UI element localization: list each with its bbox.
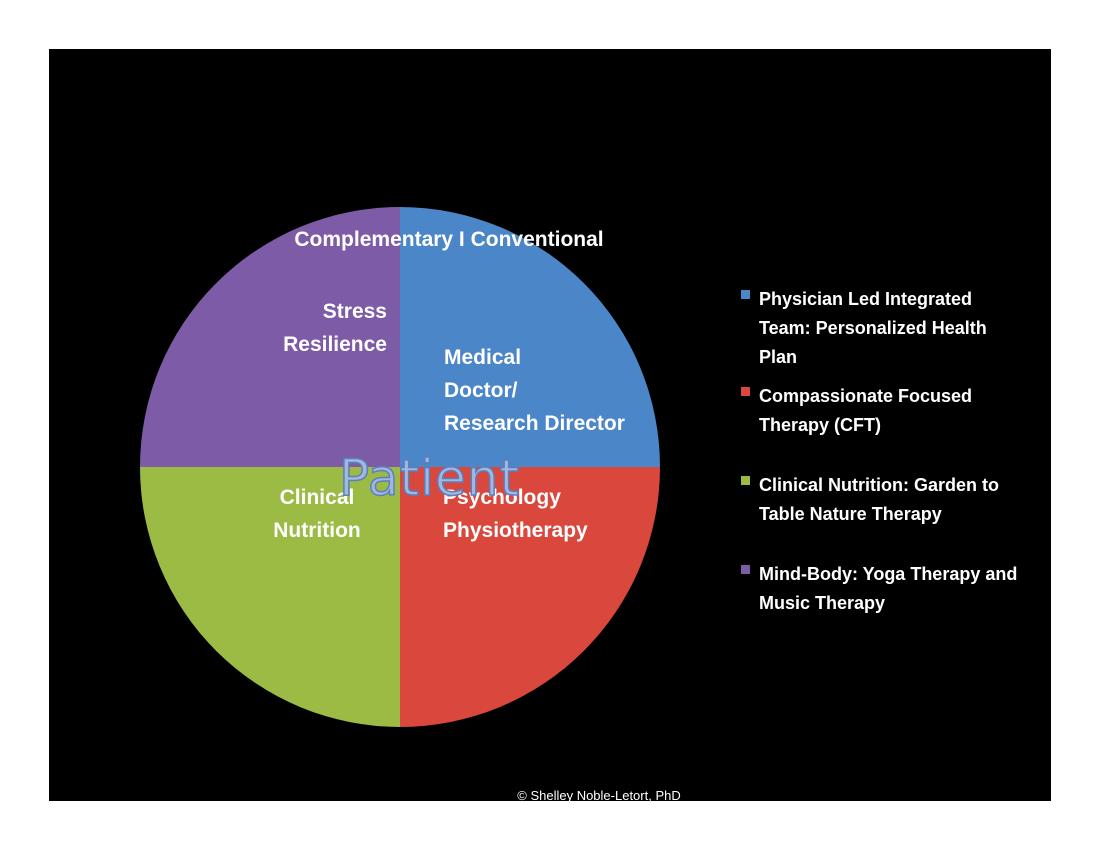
- legend-swatch: [741, 476, 750, 485]
- slice-label-medical: Medical Doctor/ Research Director: [444, 341, 625, 440]
- slice-label-line: Clinical: [279, 486, 355, 509]
- legend-label: Clinical Nutrition: Garden to Table Natu…: [759, 475, 1000, 524]
- slice-label-psychology: Psychology Physiotherapy: [443, 481, 588, 547]
- slice-label-line: Nutrition: [273, 519, 361, 542]
- slice-label-line: Physiotherapy: [443, 519, 588, 542]
- slice-label-nutrition: Clinical Nutrition: [257, 481, 377, 547]
- center-label-patient: Patient: [338, 448, 521, 508]
- legend-item: Mind-Body: Yoga Therapy and Music Therap…: [737, 560, 1027, 618]
- slice-label-line: Medical: [444, 346, 522, 369]
- legend-label: Physician Led Integrated Team: Personali…: [759, 289, 987, 367]
- pie-slice-3: [140, 207, 400, 467]
- footer-date: 3/28/17 13:26: [159, 807, 239, 822]
- legend: Physician Led Integrated Team: Personali…: [737, 285, 1027, 628]
- slice-label-line: Research Director: [444, 412, 625, 435]
- slice-label-stress: Stress Resilience: [249, 295, 387, 361]
- pie-slice-1: [400, 467, 660, 727]
- legend-label: Mind-Body: Yoga Therapy and Music Therap…: [759, 564, 1018, 613]
- footer-contact: © Shelley Noble-Letort, PhD director@nor…: [399, 786, 799, 843]
- slice-label-line: Doctor/: [444, 379, 518, 402]
- footer-phone: +45 2116 3939: [555, 826, 643, 841]
- slice-label-line: Stress: [322, 300, 387, 323]
- slice-label-line: Resilience: [283, 333, 387, 356]
- slice-label-line: Psychology: [443, 486, 561, 509]
- page-number: 5: [1032, 807, 1040, 822]
- footer-copyright: © Shelley Noble-Letort, PhD: [517, 788, 681, 803]
- pie-chart: [140, 207, 660, 727]
- legend-label: Compassionate Focused Therapy (CFT): [759, 386, 973, 435]
- pie-slice-0: [400, 207, 660, 467]
- footer-email: director@nordicintegrativemedicine.com: [482, 807, 716, 822]
- legend-item: Physician Led Integrated Team: Personali…: [737, 285, 1027, 372]
- legend-item: Clinical Nutrition: Garden to Table Natu…: [737, 471, 1027, 529]
- pie-slice-2: [140, 467, 400, 727]
- chart-title: Complementary I Conventional: [294, 228, 604, 251]
- slide: Complementary I Conventional Medical Doc…: [49, 49, 1051, 841]
- legend-swatch: [741, 565, 750, 574]
- legend-swatch: [741, 290, 750, 299]
- legend-swatch: [741, 387, 750, 396]
- legend-item: Compassionate Focused Therapy (CFT): [737, 382, 1027, 440]
